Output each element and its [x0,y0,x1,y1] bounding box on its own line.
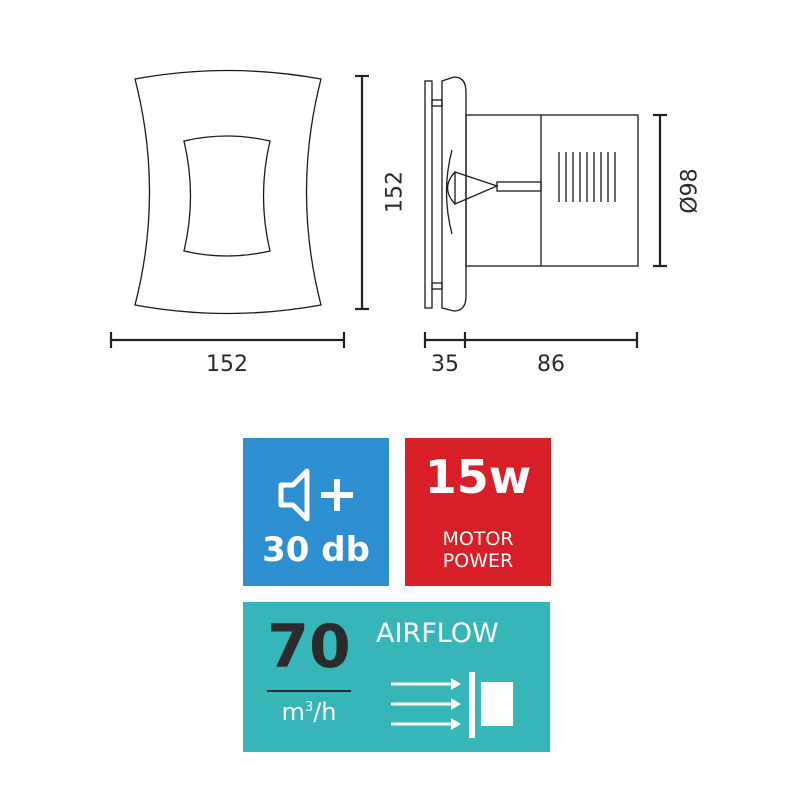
airflow-tile: 70 m3/h AIRFLOW [243,602,550,752]
airflow-label: AIRFLOW [376,618,499,649]
front-plate-outline [134,69,322,315]
side-grille-curve [445,149,453,235]
motor-power-value: 15w [424,450,532,504]
front-grille-outline [183,135,271,257]
front-width-label: 152 [206,352,248,377]
motor-power-label-line2: POWER [442,550,514,572]
diameter-dimension [653,113,667,268]
motor-power-tile: 15w MOTOR POWER [405,438,551,586]
side-clip-top [431,99,443,107]
airflow-unit-exponent: 3 [304,700,314,715]
side-impeller-curve [446,171,456,205]
side-shaft [496,181,542,192]
plate-depth-label: 35 [431,352,459,377]
speaker-plus-icon [278,468,353,522]
motor-power-label-line1: MOTOR [442,528,514,550]
front-width-dimension [109,332,346,348]
airflow-unit-base: m [281,698,305,726]
sound-level-tile: 30 db [243,438,389,586]
depth-dimension [423,332,639,348]
diameter-label: Ø98 [678,168,703,213]
side-mount-flange [424,80,433,309]
airflow-value: 70 [267,612,351,682]
side-vent-slots [558,152,616,202]
side-clip-bottom [431,282,443,290]
sound-level-value: 30 db [262,530,370,570]
front-height-label: 152 [383,171,408,213]
front-height-dimension [355,74,369,311]
side-motor-body [465,114,639,267]
airflow-unit-tail: /h [313,698,337,726]
technical-drawing: 152 152 Ø98 [109,69,703,377]
front-view [134,69,322,315]
side-impeller [454,171,499,205]
airflow-divider [267,690,351,692]
body-depth-label: 86 [537,352,565,377]
side-front-plate [441,76,467,312]
side-view [424,76,639,312]
airflow-arrows-icon [391,672,513,738]
airflow-unit: m3/h [259,698,359,726]
